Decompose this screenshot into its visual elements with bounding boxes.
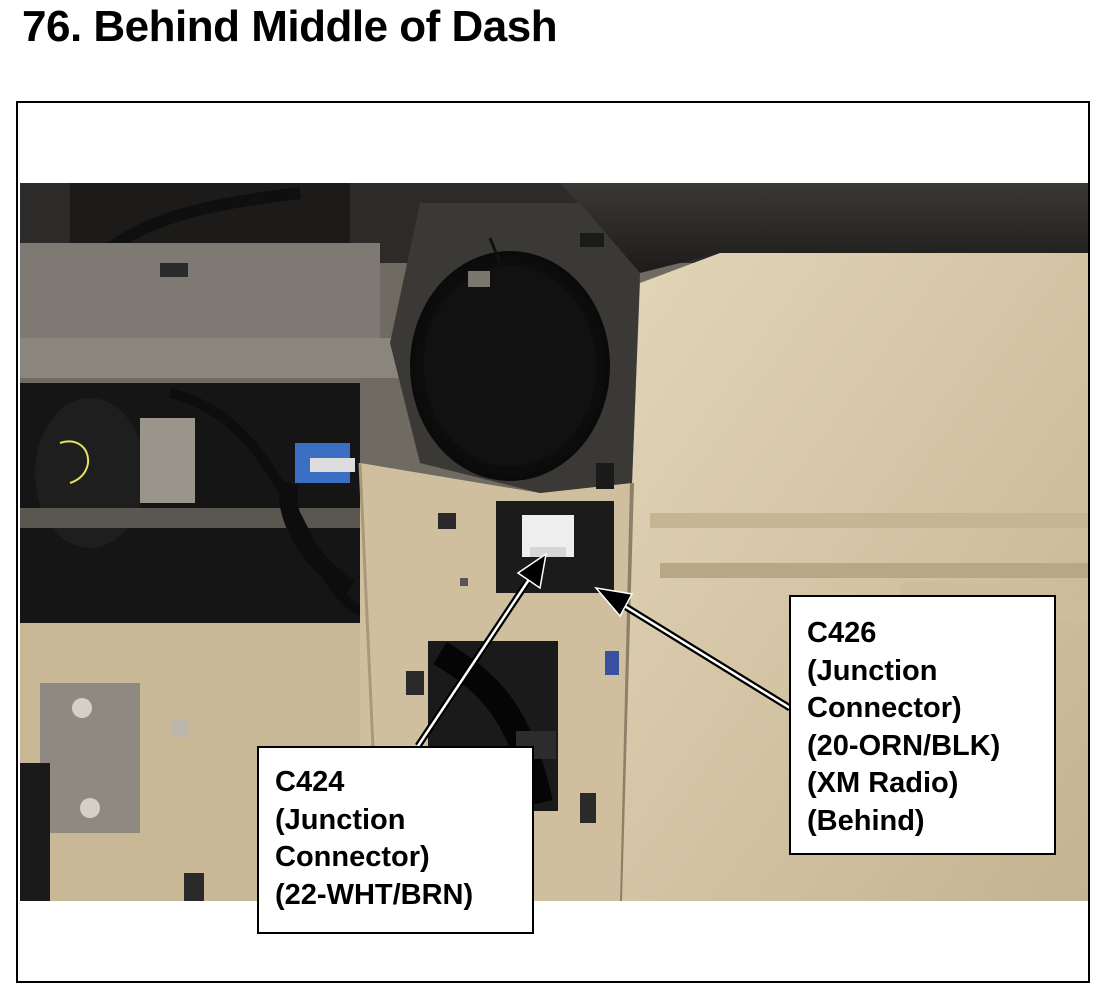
callout-c426-line-1: C426 (807, 617, 877, 649)
callout-c426: C426 (Junction Connector) (20-ORN/BLK) (… (789, 595, 1056, 855)
arrow-c426 (594, 586, 792, 711)
callout-c426-line-5: (XM Radio) (807, 767, 959, 799)
callout-c424: C424 (Junction Connector) (22-WHT/BRN) (257, 746, 534, 934)
arrow-c424 (415, 552, 548, 748)
callout-c426-line-6: (Behind) (807, 804, 925, 837)
callout-c424-line-1: C424 (275, 766, 345, 798)
callout-c424-line-2: (Junction (275, 803, 406, 836)
callout-c426-line-3: Connector) (807, 692, 962, 724)
callout-c426-line-2: (Junction (807, 654, 938, 687)
callout-c424-line-4: (22-WHT/BRN) (275, 878, 474, 911)
callout-c426-line-4: (20-ORN/BLK) (807, 729, 1001, 762)
page-title: 76. Behind Middle of Dash (22, 2, 558, 51)
callout-c424-line-3: Connector) (275, 841, 430, 873)
